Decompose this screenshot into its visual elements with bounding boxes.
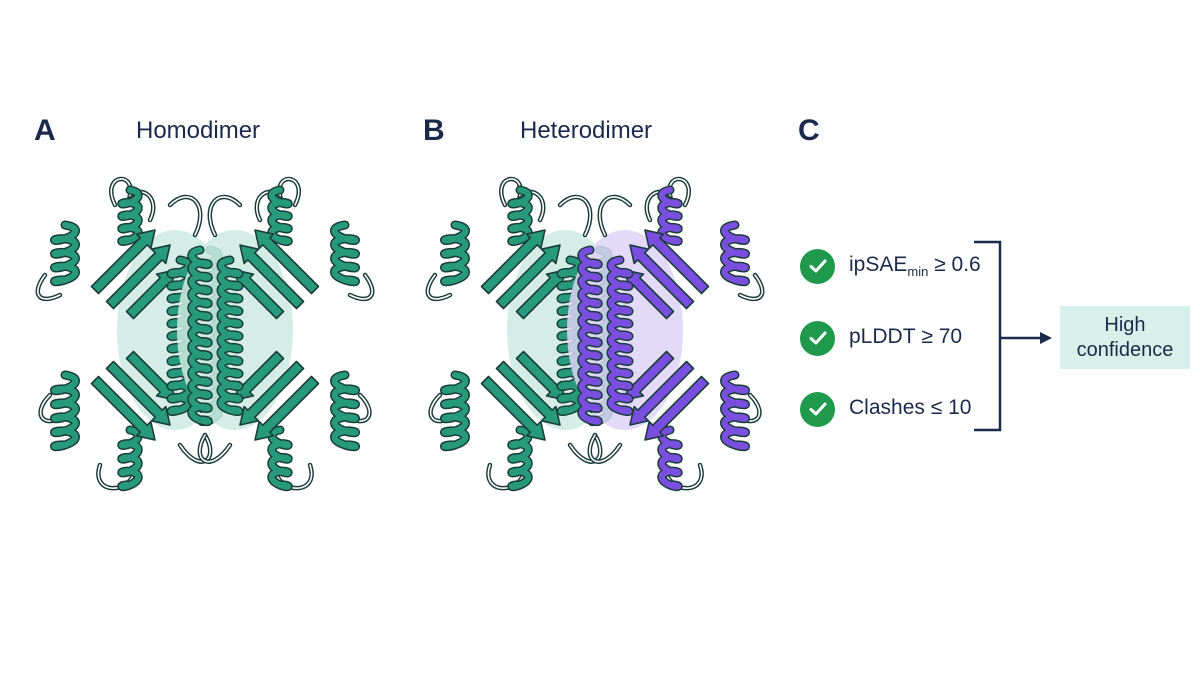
criterion-clashes: Clashes ≤ 10 — [800, 391, 971, 427]
loop-a1 — [37, 274, 61, 300]
criterion-text: Clashes ≤ 10 — [849, 395, 972, 419]
loop-a1 — [169, 196, 201, 236]
loop-a1 — [177, 432, 213, 464]
high-confidence-label: High confidence — [1076, 313, 1174, 361]
loop-b2 — [599, 196, 631, 236]
criterion-ipsae: ipSAEmin ≥ 0.6 — [800, 248, 981, 284]
helix-b1 — [441, 222, 469, 285]
criteria-bracket — [974, 240, 1052, 432]
helix-a2 — [268, 427, 292, 490]
beta-strand-b1 — [495, 360, 561, 426]
helix-b1 — [508, 427, 532, 490]
loop-a1 — [110, 178, 155, 221]
check-circle-icon — [800, 391, 835, 427]
beta-strand-a1 — [90, 229, 156, 295]
loop-a2 — [209, 196, 241, 236]
heterodimer-protein-illustration — [425, 176, 765, 492]
helix-a2 — [331, 222, 359, 285]
loop-b2 — [587, 432, 623, 464]
helix-b2 — [608, 257, 632, 415]
loop-b1 — [427, 274, 451, 300]
loop-b1 — [487, 464, 526, 489]
helix-a1 — [118, 187, 142, 245]
loop-b1 — [567, 432, 603, 464]
beta-strand-b2 — [629, 360, 695, 426]
helix-b2 — [721, 222, 749, 285]
helix-a1 — [51, 222, 79, 285]
beta-strand-b2 — [644, 375, 710, 441]
loop-a2 — [207, 194, 243, 238]
loop-b2 — [597, 194, 633, 238]
loop-b2 — [589, 434, 621, 463]
loop-a2 — [274, 464, 313, 489]
criterion-text: pLDDT ≥ 70 — [849, 324, 963, 348]
panel-letter-a: A — [34, 114, 56, 147]
beta-strand-a2 — [254, 375, 320, 441]
beta-strand-a1 — [105, 244, 171, 310]
helix-b1 — [441, 372, 469, 450]
homodimer-protein-illustration — [35, 176, 375, 492]
helix-b2 — [721, 372, 749, 450]
loop-b1 — [557, 194, 593, 238]
helix-a1 — [51, 372, 79, 450]
panel-letter-b: B — [423, 114, 445, 147]
beta-strand-a2 — [239, 360, 305, 426]
loop-a2 — [255, 178, 300, 221]
helix-a2 — [218, 257, 242, 415]
helix-a2 — [188, 247, 212, 425]
loop-b2 — [664, 464, 703, 489]
helix-b2 — [578, 247, 602, 425]
loop-b2 — [645, 178, 690, 221]
loop-b1 — [559, 196, 591, 236]
beta-strand-b1 — [480, 375, 546, 441]
criterion-plddt: pLDDT ≥ 70 — [800, 320, 962, 356]
helix-a1 — [118, 427, 142, 490]
check-circle-icon — [800, 320, 835, 356]
beta-strand-a1 — [90, 375, 156, 441]
panel-title-heterodimer: Heterodimer — [520, 117, 653, 144]
beta-strand-b1 — [495, 244, 561, 310]
helix-b2 — [658, 187, 682, 245]
arrow-right-icon — [1000, 332, 1052, 344]
helix-b2 — [658, 427, 682, 490]
loop-a2 — [349, 274, 373, 300]
helix-a2 — [268, 187, 292, 245]
beta-strand-b2 — [644, 229, 710, 295]
panel-letter-c: C — [798, 114, 820, 147]
criterion-text: ipSAEmin ≥ 0.6 — [849, 252, 981, 280]
panel-title-homodimer: Homodimer — [136, 117, 261, 144]
check-circle-icon — [800, 248, 835, 284]
helix-a2 — [331, 372, 359, 450]
helix-b1 — [508, 187, 532, 245]
high-confidence-box: High confidence — [1060, 306, 1190, 369]
beta-strand-a2 — [239, 244, 305, 310]
loop-b1 — [500, 178, 545, 221]
loop-a1 — [97, 464, 136, 489]
beta-strand-a1 — [105, 360, 171, 426]
loop-a2 — [199, 434, 231, 463]
beta-strand-b2 — [629, 244, 695, 310]
beta-strand-b1 — [480, 229, 546, 295]
beta-strand-a2 — [254, 229, 320, 295]
loop-a2 — [197, 432, 233, 464]
loop-b2 — [739, 274, 763, 300]
loop-a1 — [167, 194, 203, 238]
